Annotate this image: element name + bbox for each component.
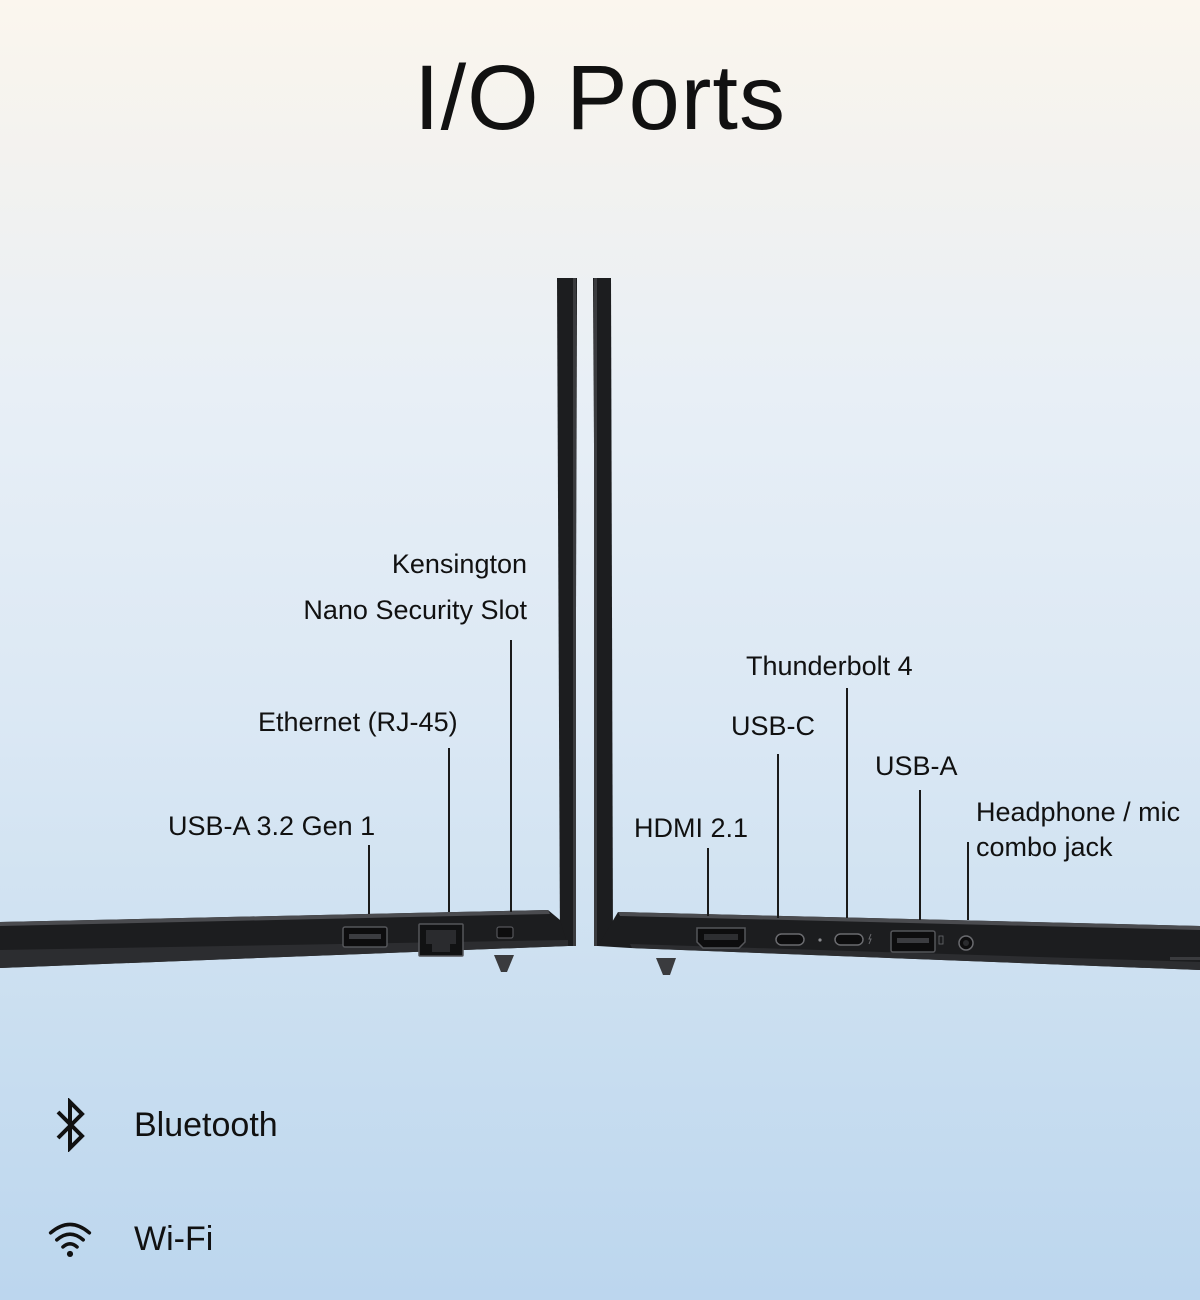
headphone-label-line2: combo jack [976, 832, 1113, 863]
kensington-leader [510, 640, 512, 912]
right-laptop [593, 278, 1200, 975]
usb-c-port [775, 933, 805, 946]
hdmi-label: HDMI 2.1 [634, 813, 749, 843]
kensington-label-line1: Kensington [391, 549, 527, 579]
kensington-label-line2: Nano Security Slot [303, 595, 527, 626]
kensington-label: Kensington Nano Security Slot [250, 548, 527, 627]
feature-bluetooth: Bluetooth [48, 1098, 278, 1152]
ethernet-leader [448, 748, 450, 912]
usb-a-gen1-label: USB-A 3.2 Gen 1 [168, 811, 376, 841]
thunderbolt-label: Thunderbolt 4 [746, 651, 913, 681]
feature-wifi: Wi-Fi [48, 1212, 213, 1266]
usb-a-gen1-leader [368, 845, 370, 914]
ethernet-label: Ethernet (RJ-45) [258, 707, 458, 737]
thunderbolt-leader [846, 688, 848, 918]
page-title: I/O Ports [414, 47, 786, 149]
wifi-label: Wi-Fi [134, 1219, 214, 1258]
usb-c-leader [777, 754, 779, 918]
usb-a-leader [919, 790, 921, 920]
thunderbolt-port [834, 933, 864, 946]
bluetooth-icon [48, 1098, 92, 1152]
kensington-slot [496, 926, 514, 939]
usb-a-label: USB-A [875, 751, 958, 781]
bluetooth-label: Bluetooth [134, 1105, 278, 1144]
headphone-label: Headphone / mic combo jack [976, 796, 1180, 864]
wifi-icon [48, 1212, 92, 1266]
headphone-label-line1: Headphone / mic [976, 797, 1181, 827]
hdmi-leader [707, 848, 709, 916]
usb-c-label: USB-C [731, 711, 816, 741]
left-laptop [0, 278, 577, 972]
headphone-leader [967, 842, 969, 920]
